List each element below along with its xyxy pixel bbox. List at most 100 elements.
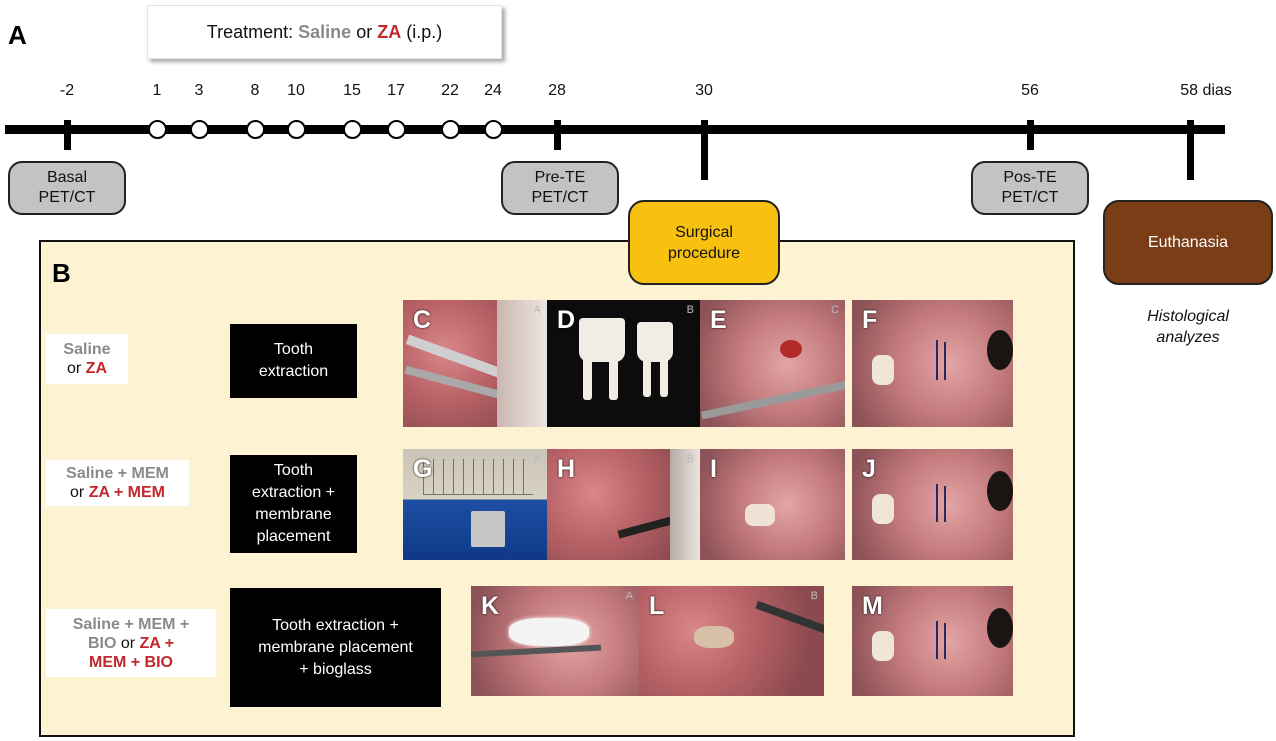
- pre-line1: Pre-TE: [534, 169, 586, 186]
- basal-petct-box: Basal PET/CT: [8, 161, 126, 215]
- procedure-extraction-membrane-bioglass: Tooth extraction + membrane placement + …: [230, 588, 441, 707]
- treatment-saline: Saline: [298, 21, 352, 42]
- photo-l-label: L: [649, 592, 665, 620]
- group-label-1: Saline or ZA: [46, 334, 128, 384]
- photo-i-label: I: [710, 455, 717, 483]
- timeline-day-label: -2: [59, 82, 75, 99]
- photo-k-corner: A: [625, 590, 633, 602]
- injection-marker: [287, 120, 306, 139]
- pre-line2: PET/CT: [531, 189, 589, 206]
- photo-g-corner: A: [533, 453, 541, 465]
- euthanasia-label: Euthanasia: [1147, 233, 1229, 251]
- proc3-line2: membrane placement: [258, 638, 413, 656]
- injection-marker: [148, 120, 167, 139]
- pos-line1: Pos-TE: [1003, 169, 1057, 186]
- photo-i: I: [700, 449, 845, 560]
- photo-d-label: D: [557, 306, 576, 334]
- photo-g-label: G: [413, 455, 433, 483]
- group2-za-mem: ZA + MEM: [88, 484, 165, 501]
- proc3-line1: Tooth extraction +: [272, 616, 399, 634]
- proc2-line4: placement: [256, 528, 331, 545]
- timeline-tick: [1027, 120, 1034, 150]
- histo-line2: analyzes: [1156, 329, 1220, 346]
- panel-letter-a: A: [8, 20, 27, 50]
- injection-marker: [441, 120, 460, 139]
- photo-j-label: J: [862, 455, 876, 483]
- surgical-procedure-box: Surgical procedure: [628, 200, 780, 285]
- timeline-day-label: 22: [441, 82, 459, 99]
- treatment-za: ZA: [377, 21, 402, 42]
- group2-or: or: [70, 484, 89, 501]
- photo-j: J: [852, 449, 1013, 560]
- group3-or: or: [116, 634, 140, 652]
- timeline-day-label: 8: [250, 82, 260, 99]
- basal-line1: Basal: [46, 169, 88, 186]
- timeline-tick: [64, 120, 71, 150]
- photo-e-corner: C: [831, 304, 839, 316]
- photo-l: L B: [639, 586, 824, 696]
- injection-marker: [190, 120, 209, 139]
- photo-c: C A: [403, 300, 547, 427]
- photo-e: E C: [700, 300, 845, 427]
- treatment-route: (i.p.): [401, 21, 443, 42]
- timeline-day-label: 56: [1021, 82, 1039, 99]
- photo-h-label: H: [557, 455, 576, 483]
- group2-saline-mem: Saline + MEM: [66, 465, 169, 482]
- timeline-day-label: 17: [387, 82, 405, 99]
- timeline-axis: [5, 125, 1225, 134]
- timeline-day-label: 10: [287, 82, 305, 99]
- procedure-tooth-extraction: Tooth extraction: [230, 324, 357, 398]
- timeline-day-label: 15: [343, 82, 361, 99]
- photo-k: K A: [471, 586, 639, 696]
- group3-saline-mem: Saline + MEM +: [72, 615, 190, 633]
- surgical-line2: procedure: [667, 244, 741, 262]
- injection-marker: [484, 120, 503, 139]
- group1-za: ZA: [85, 360, 107, 377]
- injection-marker: [246, 120, 265, 139]
- histo-line1: Histological: [1147, 308, 1229, 325]
- timeline-day-label: 24: [484, 82, 502, 99]
- group1-or: or: [67, 360, 86, 377]
- injection-marker: [343, 120, 362, 139]
- timeline-day-label: 30: [695, 82, 713, 99]
- pos-te-petct-box: Pos-TE PET/CT: [971, 161, 1089, 215]
- group3-za: ZA +: [139, 634, 175, 652]
- group-label-3: Saline + MEM + BIO or ZA + MEM + BIO: [46, 609, 216, 677]
- group1-saline: Saline: [63, 341, 111, 358]
- proc2-line1: Tooth: [273, 462, 314, 479]
- treatment-or: or: [351, 21, 378, 42]
- treatment-box: Treatment: Saline or ZA (i.p.): [147, 5, 502, 59]
- procedure-extraction-membrane: Tooth extraction + membrane placement: [230, 455, 357, 553]
- timeline-tick: [701, 120, 708, 180]
- photo-k-label: K: [481, 592, 500, 620]
- group3-mem-bio: MEM + BIO: [88, 653, 173, 671]
- photo-m-label: M: [862, 592, 883, 620]
- timeline-tick: [1187, 120, 1194, 180]
- photo-h: H B: [547, 449, 700, 560]
- photo-c-corner: A: [533, 304, 541, 316]
- photo-d-corner: B: [686, 304, 694, 316]
- photo-m: M: [852, 586, 1013, 696]
- group3-bio: BIO: [87, 634, 117, 652]
- proc3-line3: + bioglass: [299, 660, 372, 678]
- photo-e-label: E: [710, 306, 727, 334]
- timeline-day-label: 58 dias: [1180, 82, 1232, 99]
- photo-c-label: C: [413, 306, 432, 334]
- proc1-line2: extraction: [258, 363, 329, 380]
- group-label-2: Saline + MEM or ZA + MEM: [46, 460, 189, 506]
- panel-letter-b: B: [52, 258, 71, 288]
- pre-te-petct-box: Pre-TE PET/CT: [501, 161, 619, 215]
- photo-l-corner: B: [810, 590, 818, 602]
- photo-f-label: F: [862, 306, 878, 334]
- photo-d: D B: [547, 300, 700, 427]
- proc1-line1: Tooth: [273, 341, 314, 358]
- timeline-day-label: 1: [152, 82, 162, 99]
- basal-line2: PET/CT: [38, 189, 96, 206]
- treatment-prefix: Treatment:: [206, 21, 299, 42]
- photo-h-corner: B: [686, 453, 694, 465]
- photo-f: F: [852, 300, 1013, 427]
- surgical-line1: Surgical: [675, 223, 733, 241]
- injection-marker: [387, 120, 406, 139]
- timeline-day-label: 28: [548, 82, 566, 99]
- euthanasia-box: Euthanasia: [1103, 200, 1273, 285]
